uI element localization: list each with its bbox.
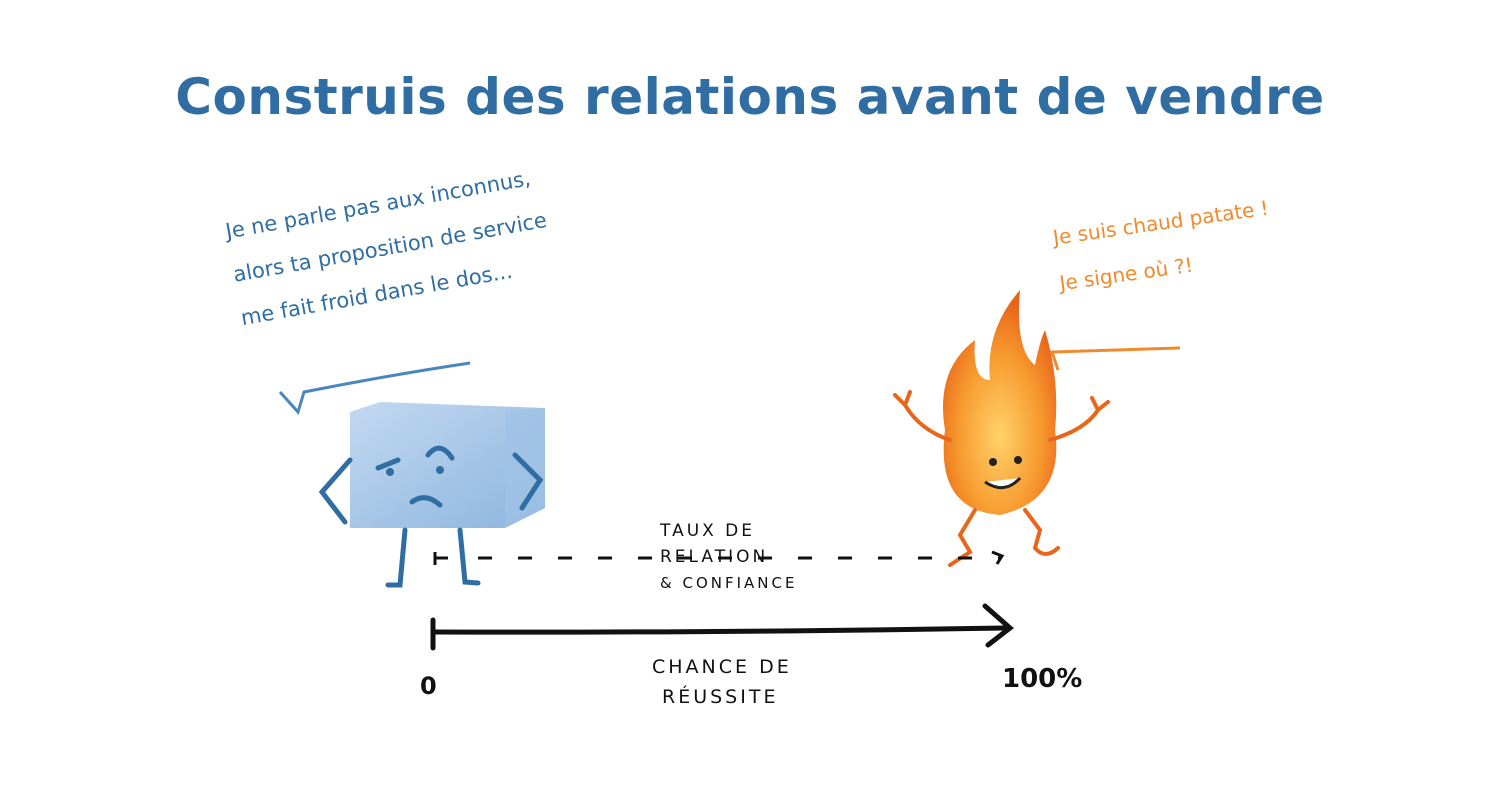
axis-end-label: 100% <box>1002 664 1083 694</box>
success-axis-arrow <box>430 603 1014 651</box>
label-line: & confiance <box>660 574 798 592</box>
success-axis-label: Chance de réussite <box>652 652 792 712</box>
page-title: Construis des relations avant de vendre <box>175 68 1325 126</box>
fire-character <box>893 290 1110 567</box>
label-line: réussite <box>662 686 779 708</box>
label-line: Chance de <box>652 656 792 678</box>
fire-speech-tail <box>1049 346 1181 371</box>
ice-speech-tail <box>278 361 471 415</box>
ice-cube-character <box>318 402 545 588</box>
relation-axis-label: Taux de Relation & confiance <box>660 518 797 596</box>
label-line: Taux de <box>660 521 756 541</box>
relation-arrow <box>433 550 1005 565</box>
label-line: Relation <box>660 547 769 567</box>
axis-start-label: 0 <box>420 672 437 700</box>
